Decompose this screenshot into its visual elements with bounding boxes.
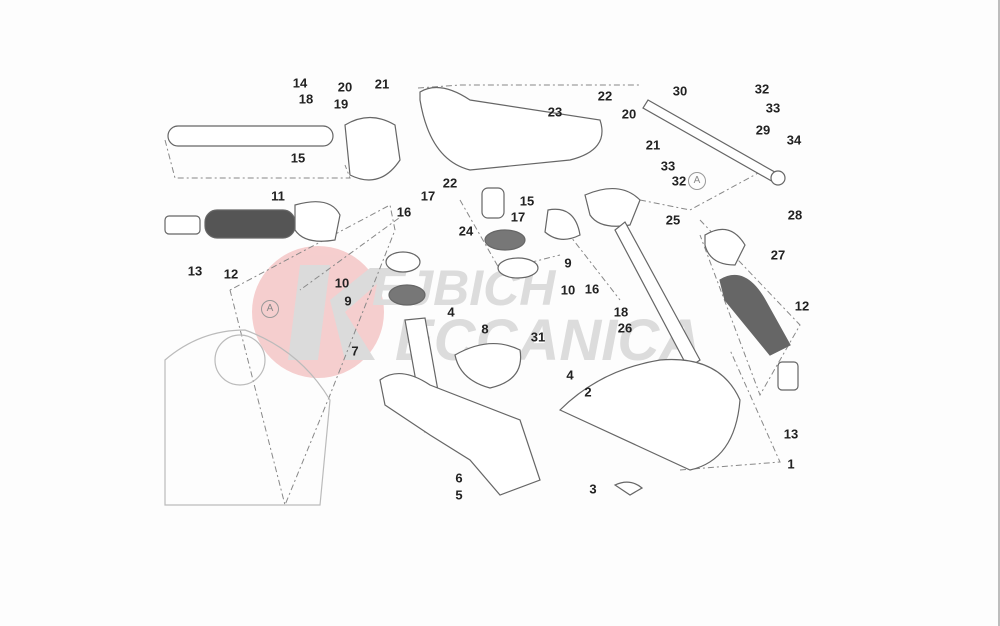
part-label: 10 (560, 282, 576, 298)
part-label: 1 (787, 456, 795, 472)
part-label: 26 (617, 320, 633, 336)
part-label: 13 (187, 263, 203, 279)
part-label: 22 (597, 88, 613, 104)
seal-lower (388, 284, 426, 306)
left-clamp (344, 116, 401, 181)
part-label: 6 (455, 470, 463, 486)
part-label: 2 (584, 384, 592, 400)
right-switch (704, 228, 746, 266)
left-handlebar (167, 125, 334, 147)
damper-eye (770, 170, 786, 186)
part-label: 21 (374, 76, 390, 92)
right-clamp-small (544, 208, 581, 240)
part-label: 14 (292, 75, 308, 91)
parts (164, 86, 799, 506)
part-label: 22 (442, 175, 458, 191)
throttle-grip (719, 275, 791, 356)
part-label: 32 (754, 81, 770, 97)
part-label: 28 (787, 207, 803, 223)
part-label: 23 (547, 104, 563, 120)
part-label: 27 (770, 247, 786, 263)
frame-partial (164, 329, 331, 506)
part-label: 21 (645, 137, 661, 153)
part-label: 17 (420, 188, 436, 204)
part-label: 11 (271, 188, 285, 204)
part-label: 16 (584, 281, 600, 297)
part-label: 30 (672, 83, 688, 99)
frame-steering-head (214, 334, 266, 386)
small-plate (613, 481, 644, 496)
part-label: 12 (794, 298, 810, 314)
part-label: 18 (613, 304, 629, 320)
part-label: 4 (566, 367, 574, 383)
part-label: 8 (481, 321, 489, 337)
part-label: 15 (290, 150, 306, 166)
right-clamp (584, 188, 641, 227)
bearing-upper (497, 257, 539, 279)
part-label: 15 (519, 193, 535, 209)
part-label: 33 (765, 100, 781, 116)
top-triple-clamp (419, 86, 603, 171)
part-label: 34 (786, 132, 802, 148)
left-switch (294, 201, 341, 242)
part-label: 16 (396, 204, 412, 220)
part-label: 9 (564, 255, 572, 271)
part-label: 13 (783, 426, 799, 442)
part-label: 19 (333, 96, 349, 112)
bottom-triple-clamp (379, 373, 541, 496)
part-label: 7 (351, 343, 359, 359)
part-label: 5 (455, 487, 463, 503)
part-label: 33 (660, 158, 676, 174)
part-label: 18 (298, 91, 314, 107)
seal-upper (484, 229, 526, 251)
part-label: 29 (755, 122, 771, 138)
bar-end-weight (164, 215, 201, 235)
part-label: 20 (337, 79, 353, 95)
part-label: 3 (589, 481, 597, 497)
part-label: 32 (671, 173, 687, 189)
part-label: 17 (510, 209, 526, 225)
part-label: 10 (334, 275, 350, 291)
steering-nut (481, 187, 505, 219)
part-label: 12 (223, 266, 239, 282)
part-label: 31 (530, 329, 546, 345)
part-label: 24 (458, 223, 474, 239)
reference-marker-a: A (688, 172, 706, 190)
part-label: 20 (621, 106, 637, 122)
bar-end-weight-right (777, 361, 799, 391)
part-label: 4 (447, 304, 455, 320)
reference-marker-a: A (261, 300, 279, 318)
fairing-bracket (558, 358, 741, 471)
part-label: 25 (665, 212, 681, 228)
bearing-lower (385, 251, 421, 273)
part-label: 9 (344, 293, 352, 309)
left-grip (204, 209, 296, 239)
horn (454, 342, 522, 389)
right-border (998, 0, 1000, 626)
